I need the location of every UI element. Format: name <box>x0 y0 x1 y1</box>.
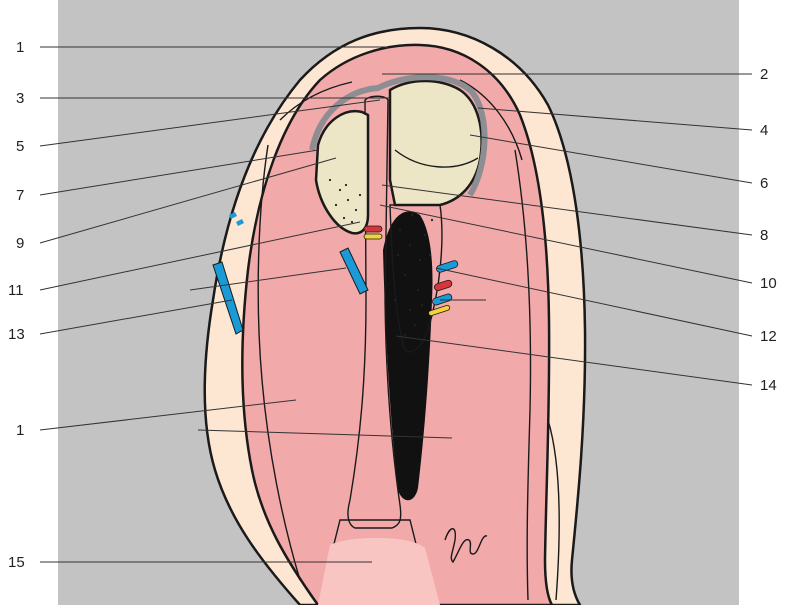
label-4: 4 <box>760 122 768 139</box>
label-8: 8 <box>760 227 768 244</box>
label-1-top: 1 <box>16 39 24 56</box>
label-7: 7 <box>16 187 24 204</box>
label-2: 2 <box>760 66 768 83</box>
label-1-bottom: 1 <box>16 422 24 439</box>
base-soft-tissue <box>318 538 440 605</box>
label-14: 14 <box>760 377 777 394</box>
central-artery <box>364 226 382 232</box>
label-3: 3 <box>16 90 24 107</box>
label-10: 10 <box>760 275 777 292</box>
label-13: 13 <box>8 326 25 343</box>
right-bone-head <box>390 81 482 205</box>
label-12: 12 <box>760 328 777 345</box>
label-6: 6 <box>760 175 768 192</box>
label-5: 5 <box>16 138 24 155</box>
label-15: 15 <box>8 554 25 571</box>
central-nerve <box>364 234 382 239</box>
label-9: 9 <box>16 235 24 252</box>
label-11: 11 <box>8 282 24 299</box>
